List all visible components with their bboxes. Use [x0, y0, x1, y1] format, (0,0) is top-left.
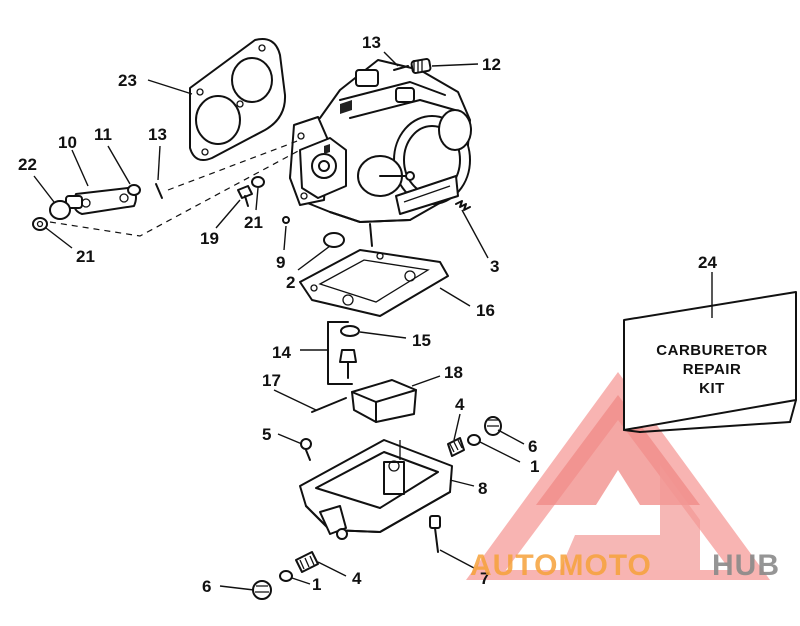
screw-4-right: [447, 437, 465, 457]
callout-21-mid: 21: [244, 213, 263, 232]
washer-1-bottom: [279, 570, 293, 582]
callout-3: 3: [490, 257, 499, 276]
leader-lines: [33, 51, 713, 591]
washer-21-mid: [251, 176, 265, 188]
washer-21-left: [32, 217, 48, 231]
plug-6-right: [484, 416, 502, 436]
float-18: [351, 379, 417, 423]
callout-22: 22: [18, 155, 37, 174]
kit-label-line1: CARBURETOR: [656, 342, 767, 359]
kit-label-line3: KIT: [699, 380, 725, 397]
callout-4-right: 4: [455, 395, 465, 414]
callout-10: 10: [58, 133, 77, 152]
callout-13-left: 13: [148, 125, 167, 144]
assembly-dashed-line: [49, 149, 301, 237]
screw-5: [300, 438, 312, 461]
lever-10: [65, 187, 137, 215]
pin-17: [311, 397, 347, 413]
callout-6-right: 6: [528, 437, 537, 456]
callout-14: 14: [272, 343, 291, 362]
automotohub-watermark-logo: [466, 372, 770, 580]
screw-19: [237, 185, 253, 207]
float-bowl-8: [299, 439, 453, 540]
callout-15: 15: [412, 331, 431, 350]
spring-3: [455, 200, 471, 211]
callout-6-bottom: 6: [202, 577, 211, 596]
screw-7: [429, 515, 441, 553]
callout-23: 23: [118, 71, 137, 90]
callout-8: 8: [478, 479, 487, 498]
screw-4-bottom: [295, 551, 319, 573]
watermark-text-colored: AUTOMOTO: [470, 549, 652, 582]
needle-valve-14: [327, 321, 357, 385]
washer-1-right: [467, 434, 481, 446]
callout-13-top: 13: [362, 33, 381, 52]
carburetor-body: [289, 59, 472, 247]
gasket-16: [299, 249, 449, 317]
screw-12: [410, 58, 432, 74]
pin-13-top: [393, 65, 409, 71]
watermark-text-gray: HUB: [712, 549, 780, 582]
callout-16: 16: [476, 301, 495, 320]
ball-9: [282, 216, 290, 224]
callout-21-left: 21: [76, 247, 95, 266]
kit-label-line2: REPAIR: [683, 361, 742, 378]
callout-11: 11: [94, 125, 112, 144]
washer-2: [323, 232, 345, 248]
callout-5: 5: [262, 425, 271, 444]
callout-numbers: 13 12 23 22 10 11 13 21 21 19 9 2 3 24 1…: [18, 33, 717, 596]
callout-17: 17: [262, 371, 281, 390]
callout-7: 7: [480, 569, 489, 588]
callout-18: 18: [444, 363, 463, 382]
callout-19: 19: [200, 229, 219, 248]
plug-6-bottom: [252, 580, 272, 600]
assembly-dashed-line-2: [167, 139, 301, 191]
callout-4-bottom: 4: [352, 569, 362, 588]
callout-1-bottom: 1: [312, 575, 321, 594]
o-ring-15: [340, 325, 360, 337]
callout-2: 2: [286, 273, 295, 292]
callout-12: 12: [482, 55, 501, 74]
callout-9: 9: [276, 253, 285, 272]
pin-13-left: [155, 183, 163, 199]
cap-22: [49, 200, 71, 220]
callout-1-right: 1: [530, 457, 539, 476]
repair-kit-box: CARBURETOR REPAIR KIT: [623, 291, 797, 433]
washer-11: [127, 184, 141, 196]
automotohub-watermark-text: AUTOMOTO HUB: [470, 549, 780, 582]
callout-24: 24: [698, 253, 717, 272]
gasket-23: [189, 38, 287, 161]
